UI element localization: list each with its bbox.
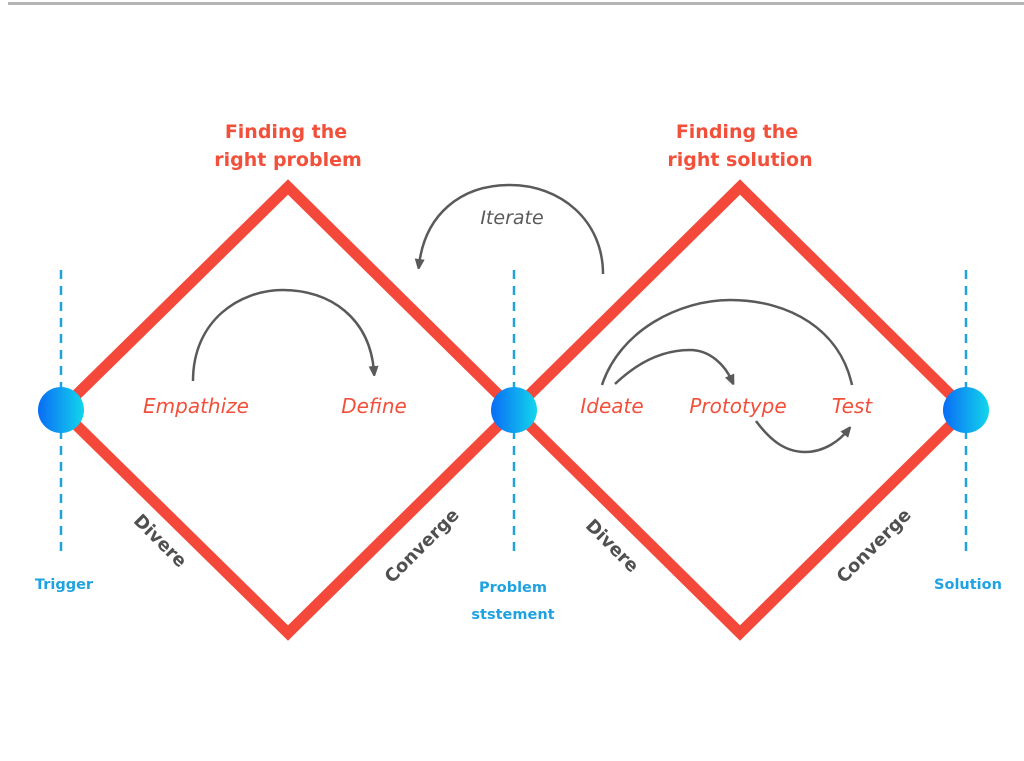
milestone-solution: Solution: [934, 577, 1002, 593]
phase-converge-1: Converge: [381, 505, 464, 588]
milestone-trigger: Trigger: [35, 577, 94, 593]
arrow-ideate-to-prototype: [614, 348, 732, 384]
stage-test: Test: [832, 394, 873, 418]
diamond-2-title-line-1: Finding the: [676, 121, 798, 143]
diamond-1-title-line-1: Finding the: [225, 121, 347, 143]
diamond-2-title-line-2: right solution: [667, 149, 812, 171]
arrow-ideate-to-test: [600, 298, 854, 386]
node-solution: [943, 387, 989, 433]
milestone-problem-line-1: Problem: [479, 580, 547, 596]
arrow-iterate: [419, 183, 605, 275]
phase-diverge-1: Divere: [129, 510, 191, 572]
arrow-empathize-to-define: [191, 288, 374, 382]
diamond-problem: [53, 179, 522, 641]
node-problem-statement: [491, 387, 537, 433]
iterate-label: Iterate: [480, 207, 543, 229]
milestone-problem-line-2: ststement: [471, 607, 554, 623]
stage-prototype: Prototype: [689, 394, 786, 418]
phase-converge-2: Converge: [833, 505, 916, 588]
stage-empathize: Empathize: [143, 394, 249, 418]
diamond-1-title-line-2: right problem: [214, 149, 362, 171]
arrow-prototype-to-test: [754, 420, 848, 454]
top-divider: [8, 2, 1024, 5]
stage-ideate: Ideate: [580, 394, 643, 418]
stage-define: Define: [341, 394, 407, 418]
node-trigger: [38, 387, 84, 433]
